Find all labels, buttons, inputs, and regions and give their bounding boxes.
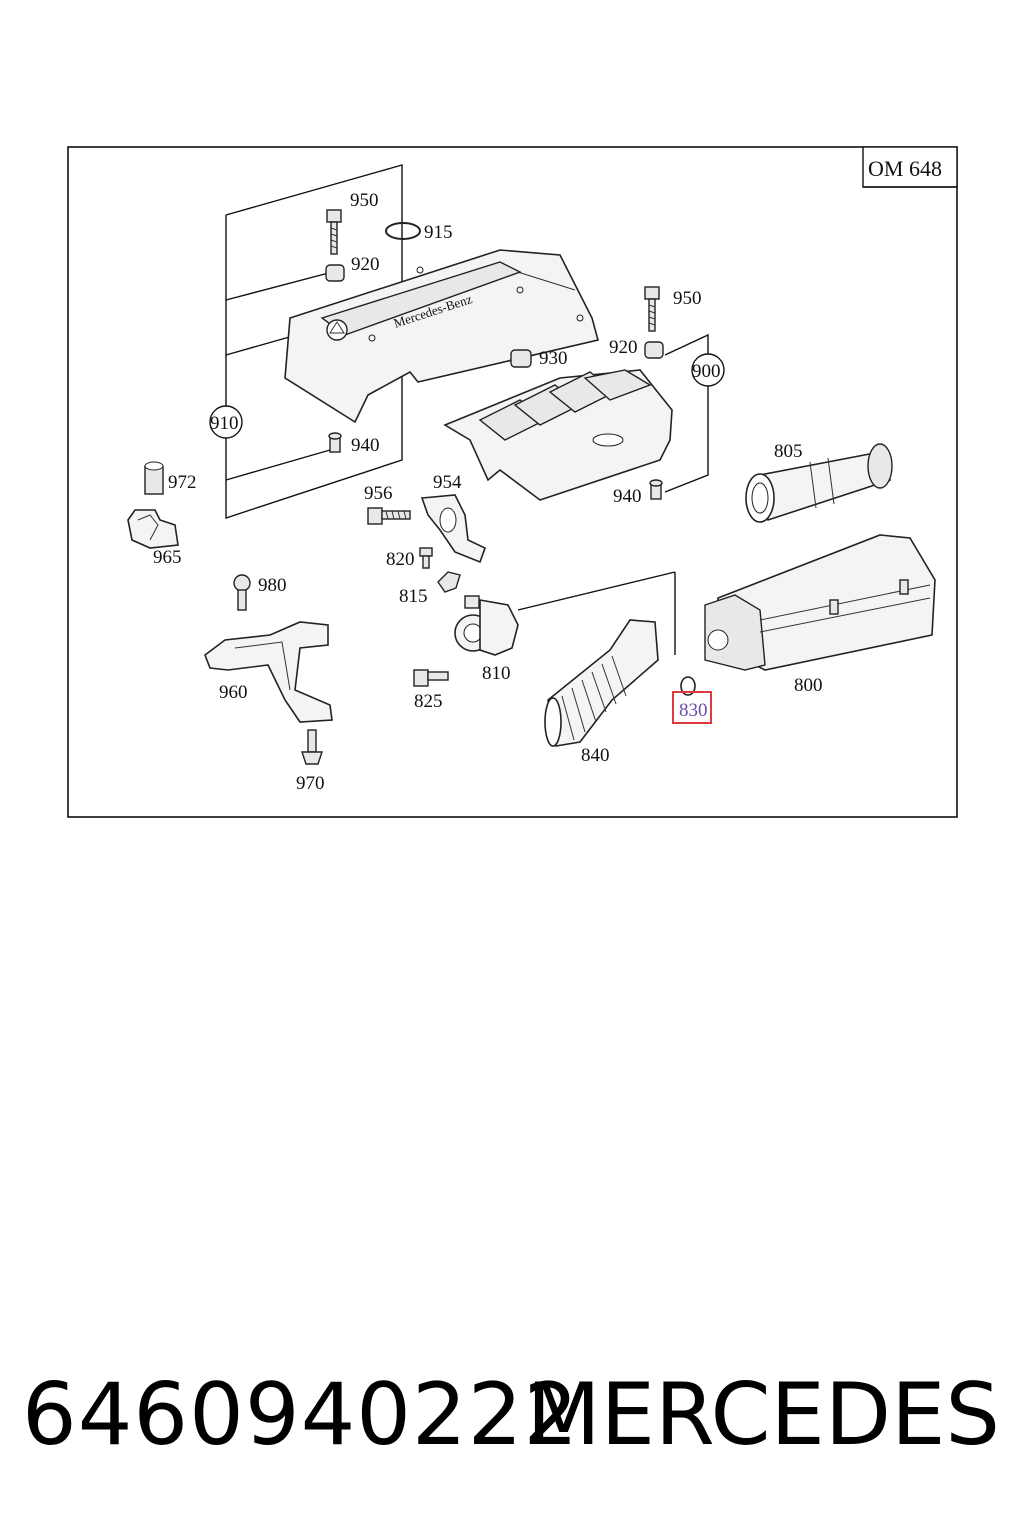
bracket-954 — [420, 494, 486, 564]
intake-cover-900 — [443, 369, 673, 501]
callout-label: 920 — [609, 337, 638, 358]
air-filter-housing-800 — [704, 534, 936, 671]
bolt-980 — [233, 574, 251, 611]
highlight-box-830 — [672, 691, 712, 724]
brand-name: MERCEDES — [526, 1365, 1000, 1465]
stud-940-right — [649, 479, 663, 500]
callout-label: 800 — [794, 675, 823, 696]
screw-820 — [419, 547, 433, 569]
air-duct-840 — [544, 619, 659, 747]
group-circle-900 — [691, 353, 725, 387]
bolt-970 — [301, 729, 323, 765]
footer: 6460940222 MERCEDES — [0, 1360, 1024, 1470]
bolt-825 — [413, 669, 449, 687]
callout-label: 956 — [364, 483, 393, 504]
callout-label: 970 — [296, 773, 325, 794]
bolt-956 — [367, 507, 411, 525]
callout-label: 820 — [386, 549, 415, 570]
engine-code-label: OM 648 — [868, 156, 942, 181]
callout-label: 910 — [210, 413, 239, 434]
callout-label: 815 — [399, 586, 428, 607]
group-circle-910 — [209, 405, 243, 439]
o-ring-915 — [385, 222, 421, 240]
parts-diagram: OM 648 Mercedes-Benz — [67, 146, 958, 818]
filter-element-805 — [745, 443, 893, 523]
grommet-930 — [510, 349, 532, 368]
callout-label: 825 — [414, 691, 443, 712]
callout-label: 980 — [258, 575, 287, 596]
callout-label: 960 — [219, 682, 248, 703]
air-flow-meter-810 — [454, 595, 519, 656]
callout-label: 810 — [482, 663, 511, 684]
bracket-960 — [204, 621, 333, 723]
callout-label: 915 — [424, 222, 453, 243]
callout-label: 840 — [581, 745, 610, 766]
callout-label: 950 — [350, 190, 379, 211]
sensor-815 — [437, 571, 461, 593]
clip-965 — [127, 509, 179, 549]
callout-label: 972 — [168, 472, 197, 493]
bushing-972 — [144, 461, 164, 495]
clamp-830 — [680, 676, 696, 696]
grommet-920-left — [325, 264, 345, 282]
callout-label: 950 — [673, 288, 702, 309]
callout-label: 920 — [351, 254, 380, 275]
callout-label-highlighted: 830 — [679, 700, 708, 721]
bolt-950-left — [326, 209, 342, 255]
callout-label: 805 — [774, 441, 803, 462]
engine-cover-910: Mercedes-Benz — [284, 249, 599, 424]
stud-940-left — [328, 432, 342, 453]
callout-label: 940 — [351, 435, 380, 456]
callout-label: 900 — [692, 361, 721, 382]
callout-label: 940 — [613, 486, 642, 507]
bolt-950-right — [644, 286, 660, 332]
grommet-920-right — [644, 341, 664, 359]
part-number: 6460940222 — [22, 1365, 580, 1465]
diagram-frame — [67, 146, 958, 818]
callout-label: 930 — [539, 348, 568, 369]
callout-label: 965 — [153, 547, 182, 568]
callout-label: 954 — [433, 472, 462, 493]
